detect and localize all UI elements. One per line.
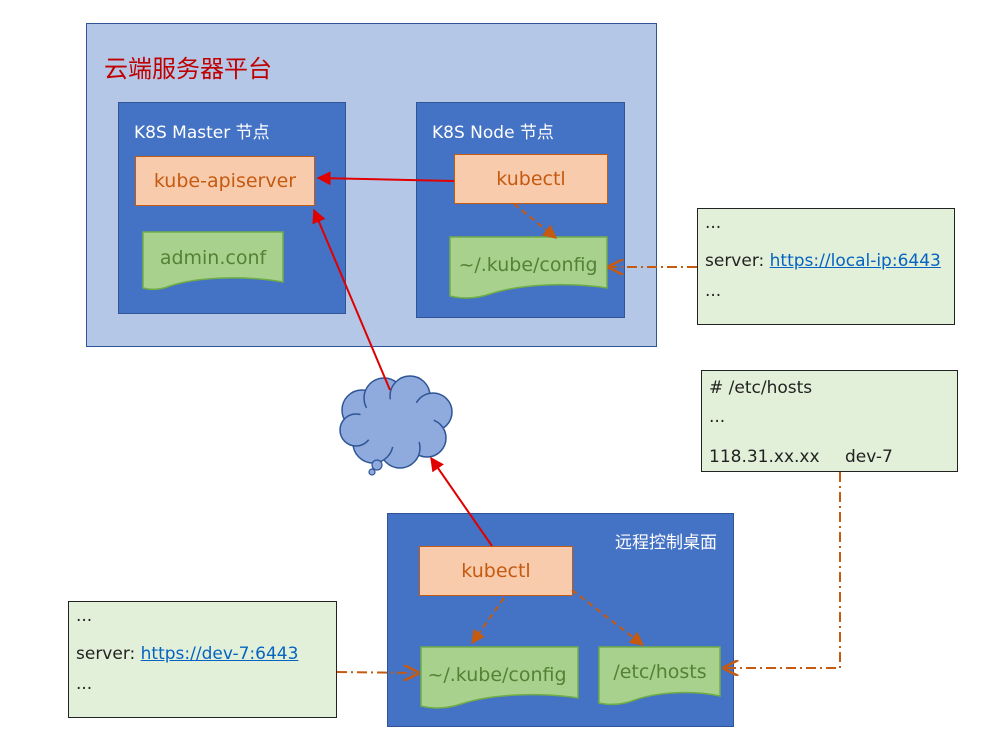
remote-config-label: ~/.kube/config bbox=[427, 664, 566, 686]
hosts-hostname: dev-7 bbox=[845, 447, 893, 467]
note-line: ... bbox=[705, 213, 722, 233]
server-label: server: bbox=[76, 644, 141, 664]
node-kubectl-reads-config-arrow bbox=[513, 203, 558, 239]
remote-kubectl-to-cloud-arrow bbox=[430, 456, 493, 547]
remote-config-note: ... server: https://dev-7:6443 ... bbox=[68, 601, 337, 718]
internet-cloud-icon bbox=[339, 375, 453, 476]
remote-hosts-label: /etc/hosts bbox=[613, 661, 706, 683]
remote-hosts-document[interactable]: /etc/hosts bbox=[598, 646, 721, 706]
admin-conf-document[interactable]: admin.conf bbox=[142, 231, 284, 291]
admin-conf-label: admin.conf bbox=[160, 247, 268, 269]
node-config-note: ... server: https://local-ip:6443 ... bbox=[697, 208, 955, 325]
node-kubectl-box[interactable]: kubectl bbox=[454, 154, 608, 204]
note-line: ... bbox=[705, 281, 722, 301]
cloud-to-apiserver-arrow bbox=[312, 208, 391, 391]
server-line: server: https://local-ip:6443 bbox=[705, 251, 941, 271]
node-config-label: ~/.kube/config bbox=[458, 254, 597, 276]
note-line: ... bbox=[76, 606, 93, 626]
remote-kubectl-reads-hosts-arrow bbox=[571, 589, 645, 646]
remote-desktop-title: 远程控制桌面 bbox=[615, 533, 717, 553]
node-config-document[interactable]: ~/.kube/config bbox=[449, 236, 608, 299]
remote-note-to-config-connector bbox=[336, 672, 418, 673]
master-node-container: K8S Master 节点 bbox=[118, 102, 346, 314]
remote-config-document[interactable]: ~/.kube/config bbox=[420, 646, 579, 709]
hosts-note-to-hosts-connector bbox=[724, 472, 841, 668]
server-label: server: bbox=[705, 251, 770, 271]
k8s-node-title: K8S Node 节点 bbox=[432, 123, 554, 143]
remote-kubectl-reads-config-arrow bbox=[471, 597, 505, 645]
note-line: ... bbox=[709, 407, 726, 427]
cloud-platform-title: 云端服务器平台 bbox=[104, 55, 272, 83]
server-url-link[interactable]: https://dev-7:6443 bbox=[140, 644, 299, 664]
hosts-comment-line: # /etc/hosts bbox=[709, 378, 813, 398]
remote-kubectl-box[interactable]: kubectl bbox=[419, 546, 573, 596]
server-url-link[interactable]: https://local-ip:6443 bbox=[769, 251, 941, 271]
master-node-title: K8S Master 节点 bbox=[134, 123, 270, 143]
note-line: ... bbox=[76, 674, 93, 694]
hosts-ip: 118.31.xx.xx bbox=[709, 447, 820, 467]
node-kubectl-to-apiserver-arrow bbox=[316, 171, 455, 186]
hosts-note: # /etc/hosts ... 118.31.xx.xx dev-7 bbox=[701, 370, 958, 472]
kube-apiserver-box[interactable]: kube-apiserver bbox=[135, 156, 315, 206]
server-line: server: https://dev-7:6443 bbox=[76, 644, 298, 664]
